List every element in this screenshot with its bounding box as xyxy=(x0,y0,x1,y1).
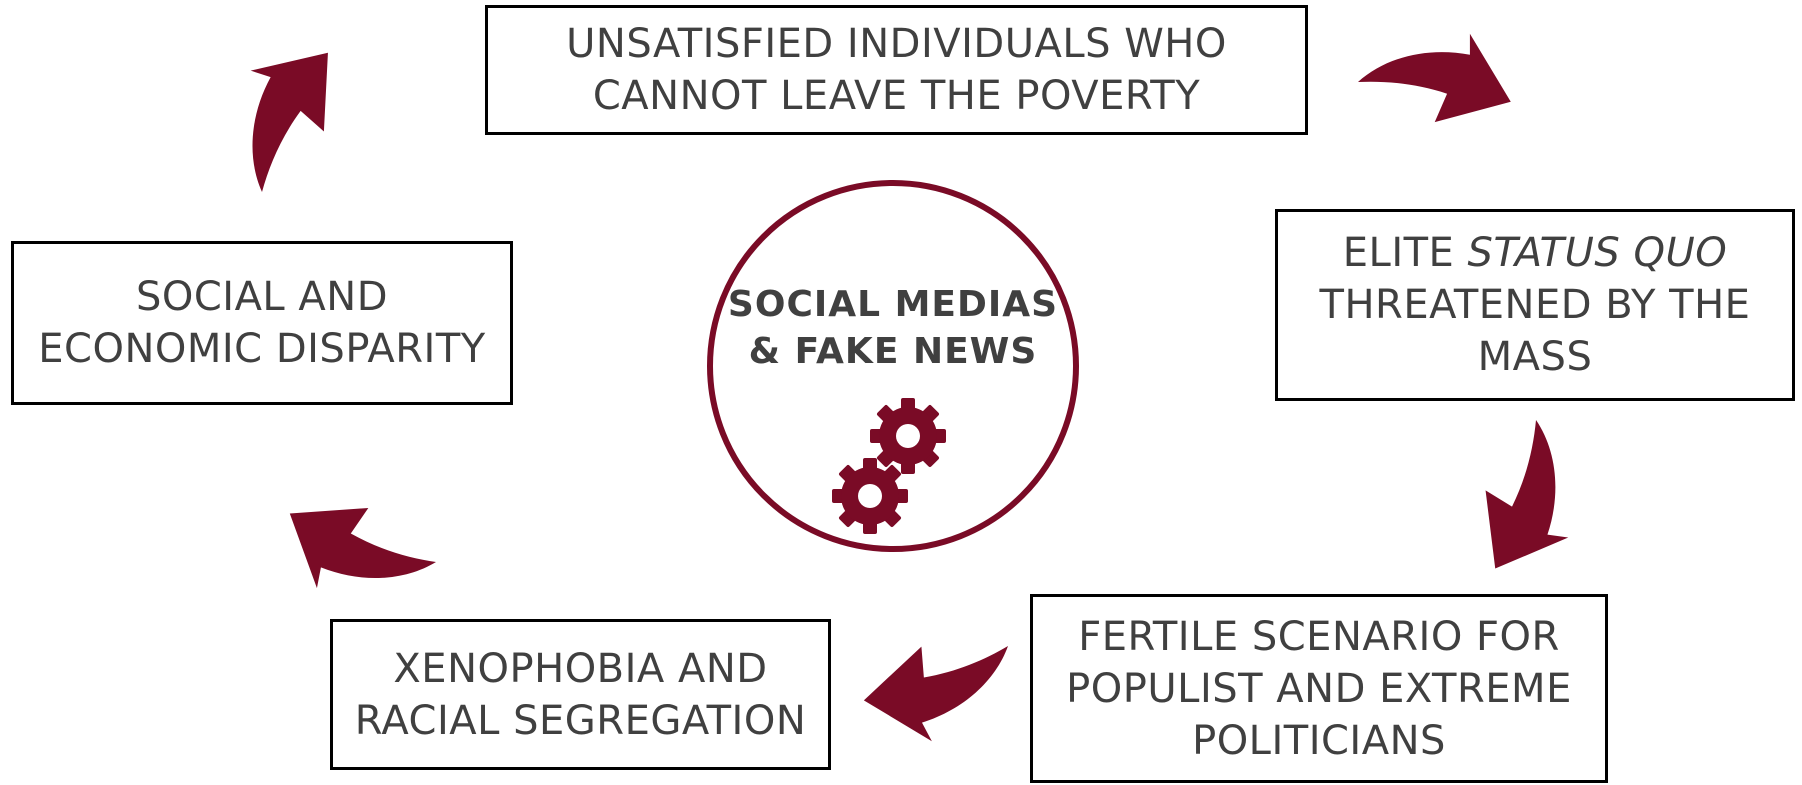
box-text-italic: STATUS QUO xyxy=(1467,230,1728,276)
box-text-line: FERTILE SCENARIO FOR xyxy=(1078,613,1560,660)
gears-icon xyxy=(832,398,946,534)
arrow-right-to-bottom-right xyxy=(1459,412,1605,590)
box-text-line: RACIAL SEGREGATION xyxy=(354,697,807,744)
box-social-economic-disparity: SOCIAL AND ECONOMIC DISPARITY xyxy=(11,241,513,405)
box-text-line: SOCIAL AND xyxy=(135,274,389,320)
box-text-line: ELITE STATUS QUO xyxy=(1343,227,1727,279)
box-text-line: UNSATISFIED INDIVIDUALS WHO xyxy=(566,21,1227,67)
box-text-line: XENOPHOBIA AND xyxy=(393,645,768,692)
box-text-line: POPULIST AND EXTREME xyxy=(1066,665,1572,712)
arrow-bottom-right-to-bottom-left xyxy=(854,626,1026,755)
arrow-bottom-left-to-left xyxy=(266,478,445,630)
center-title-line: & FAKE NEWS xyxy=(748,330,1038,372)
box-text-line: MASS xyxy=(1477,334,1593,380)
box-elite-status-quo: ELITE STATUS QUO THREATENED BY THE MASS xyxy=(1275,209,1795,401)
center-title-line: SOCIAL MEDIAS xyxy=(727,284,1059,325)
box-text-line: CANNOT LEAVE THE POVERTY xyxy=(592,73,1201,119)
arrow-top-to-right xyxy=(1353,10,1525,139)
box-fertile-scenario: FERTILE SCENARIO FOR POPULIST AND EXTREM… xyxy=(1030,594,1608,783)
box-text-line: ECONOMIC DISPARITY xyxy=(38,326,486,372)
box-xenophobia: XENOPHOBIA AND RACIAL SEGREGATION xyxy=(330,619,831,770)
box-text-line: THREATENED BY THE xyxy=(1319,282,1751,328)
box-text-line: POLITICIANS xyxy=(1192,717,1446,764)
center-title: SOCIAL MEDIAS & FAKE NEWS xyxy=(707,282,1079,376)
arrow-left-to-top xyxy=(199,23,361,203)
box-unsatisfied-individuals: UNSATISFIED INDIVIDUALS WHO CANNOT LEAVE… xyxy=(485,5,1308,135)
box-text-plain: ELITE xyxy=(1342,230,1468,276)
